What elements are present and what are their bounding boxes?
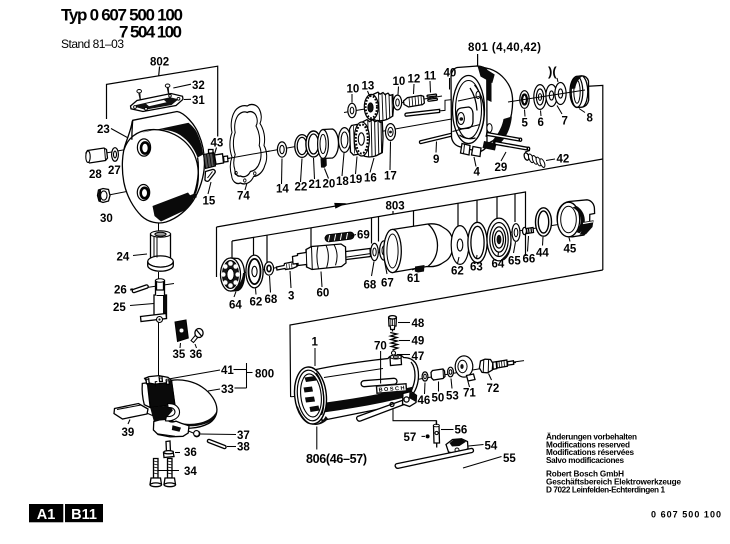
svg-text:10: 10 xyxy=(347,84,360,96)
svg-text:38: 38 xyxy=(237,442,250,454)
svg-text:68: 68 xyxy=(364,280,377,292)
svg-text:7: 7 xyxy=(562,116,568,128)
svg-text:60: 60 xyxy=(317,288,330,300)
svg-text:49: 49 xyxy=(412,336,425,348)
svg-text:21: 21 xyxy=(309,179,322,191)
svg-text:53: 53 xyxy=(446,391,459,403)
svg-text:Modifications reserved: Modifications reserved xyxy=(546,440,630,449)
svg-text:29: 29 xyxy=(495,162,508,174)
svg-text:11: 11 xyxy=(424,71,437,83)
svg-text:63: 63 xyxy=(470,262,483,274)
svg-text:1: 1 xyxy=(312,337,319,349)
svg-text:20: 20 xyxy=(323,179,336,191)
svg-text:68: 68 xyxy=(265,294,278,306)
svg-text:15: 15 xyxy=(203,196,216,208)
svg-text:44: 44 xyxy=(536,248,549,260)
svg-text:18: 18 xyxy=(336,176,349,188)
svg-text:41: 41 xyxy=(221,365,234,377)
svg-text:806(46–57): 806(46–57) xyxy=(306,452,367,466)
svg-text:71: 71 xyxy=(463,388,476,400)
svg-text:Stand 81–03: Stand 81–03 xyxy=(61,37,124,51)
svg-text:30: 30 xyxy=(100,213,113,225)
svg-text:23: 23 xyxy=(97,124,110,136)
svg-text:A1: A1 xyxy=(37,507,56,523)
svg-text:42: 42 xyxy=(557,154,570,166)
svg-text:Änderungen vorbehalten: Änderungen vorbehalten xyxy=(546,432,637,442)
svg-text:54: 54 xyxy=(485,441,498,453)
svg-text:36: 36 xyxy=(184,447,197,459)
svg-text:69: 69 xyxy=(357,230,370,242)
svg-text:6: 6 xyxy=(538,117,544,129)
svg-text:43: 43 xyxy=(211,138,224,150)
svg-text:50: 50 xyxy=(432,393,445,405)
svg-text:7 504 100: 7 504 100 xyxy=(119,23,182,42)
svg-text:13: 13 xyxy=(362,81,375,93)
svg-text:37: 37 xyxy=(237,430,250,442)
svg-text:61: 61 xyxy=(407,273,420,285)
svg-text:14: 14 xyxy=(276,184,289,196)
svg-text:36: 36 xyxy=(190,349,203,361)
svg-text:64: 64 xyxy=(229,300,242,312)
svg-text:34: 34 xyxy=(184,466,197,478)
svg-text:16: 16 xyxy=(364,173,377,185)
svg-text:B11: B11 xyxy=(71,507,97,523)
svg-text:70: 70 xyxy=(374,341,387,353)
svg-text:D 7022 Leinfelden-Echterdingen: D 7022 Leinfelden-Echterdingen 1 xyxy=(546,486,665,495)
svg-text:Typ 0 607 500 100: Typ 0 607 500 100 xyxy=(61,6,183,25)
svg-text:802: 802 xyxy=(150,56,169,68)
svg-text:5: 5 xyxy=(522,118,529,130)
svg-text:25: 25 xyxy=(113,302,126,314)
svg-text:66: 66 xyxy=(523,254,536,266)
svg-text:55: 55 xyxy=(503,453,516,465)
svg-text:46: 46 xyxy=(418,395,431,407)
svg-text:62: 62 xyxy=(451,266,464,278)
svg-text:45: 45 xyxy=(564,244,577,256)
svg-text:0 607 500 100: 0 607 500 100 xyxy=(651,510,721,520)
svg-text:Geschäftsbereich Elektrowerkze: Geschäftsbereich Elektrowerkzeuge xyxy=(546,478,681,487)
svg-text:22: 22 xyxy=(295,182,308,194)
svg-text:33: 33 xyxy=(221,384,234,396)
svg-text:803: 803 xyxy=(386,201,405,213)
svg-text:Salvo modificaciones: Salvo modificaciones xyxy=(546,456,624,465)
svg-text:801 (4,40,42): 801 (4,40,42) xyxy=(468,42,541,54)
svg-text:26: 26 xyxy=(114,285,127,297)
svg-text:)(: )( xyxy=(548,64,557,79)
svg-text:8: 8 xyxy=(587,113,594,125)
svg-text:31: 31 xyxy=(192,95,205,107)
svg-text:62: 62 xyxy=(250,297,263,309)
svg-text:57: 57 xyxy=(404,432,417,444)
svg-text:800: 800 xyxy=(255,369,274,381)
svg-text:17: 17 xyxy=(384,171,397,183)
svg-text:Modifications réservées: Modifications réservées xyxy=(546,448,634,457)
svg-text:64: 64 xyxy=(492,259,505,271)
svg-text:72: 72 xyxy=(487,383,500,395)
svg-text:67: 67 xyxy=(381,278,394,290)
svg-text:48: 48 xyxy=(412,318,425,330)
svg-text:24: 24 xyxy=(117,252,130,264)
svg-text:Robert Bosch GmbH: Robert Bosch GmbH xyxy=(546,470,624,479)
svg-text:9: 9 xyxy=(433,154,439,166)
svg-text:19: 19 xyxy=(350,174,363,186)
svg-text:12: 12 xyxy=(408,74,421,86)
svg-text:56: 56 xyxy=(455,425,468,437)
svg-text:47: 47 xyxy=(412,351,425,363)
svg-text:3: 3 xyxy=(288,291,294,303)
svg-text:35: 35 xyxy=(173,349,186,361)
svg-text:74: 74 xyxy=(237,191,250,203)
svg-text:65: 65 xyxy=(508,256,521,268)
svg-text:39: 39 xyxy=(122,427,135,439)
svg-text:27: 27 xyxy=(108,165,121,177)
svg-text:28: 28 xyxy=(89,169,102,181)
svg-text:32: 32 xyxy=(192,80,205,92)
svg-text:4: 4 xyxy=(474,167,481,179)
svg-text:40: 40 xyxy=(444,68,457,80)
svg-text:10: 10 xyxy=(393,76,406,88)
svg-text:BOSCH: BOSCH xyxy=(378,386,404,394)
